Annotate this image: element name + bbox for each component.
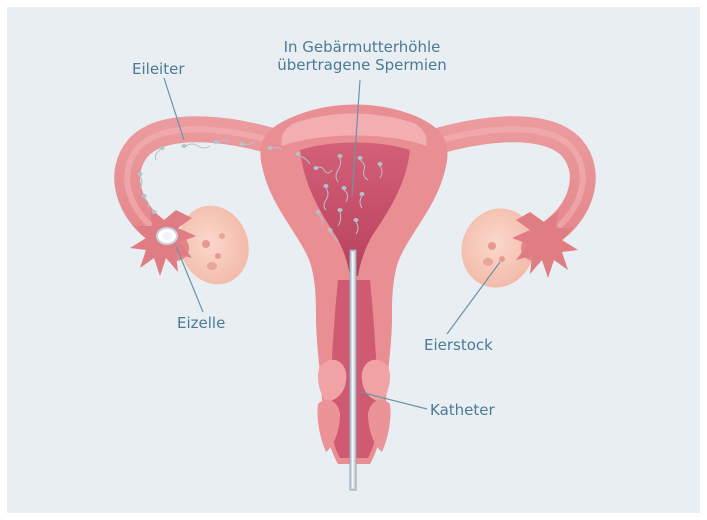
label-catheter: Katheter <box>430 401 495 419</box>
label-transferred-sperm-line2: übertragene Spermien <box>262 56 462 74</box>
label-transferred-sperm: In Gebärmutterhöhle übertragene Spermien <box>262 38 462 74</box>
label-ovary: Eierstock <box>424 336 493 354</box>
label-egg-cell: Eizelle <box>177 314 225 332</box>
egg-cell <box>157 228 177 244</box>
label-fallopian-tube: Eileiter <box>132 60 185 78</box>
label-transferred-sperm-line1: In Gebärmutterhöhle <box>262 38 462 56</box>
catheter <box>350 250 356 490</box>
